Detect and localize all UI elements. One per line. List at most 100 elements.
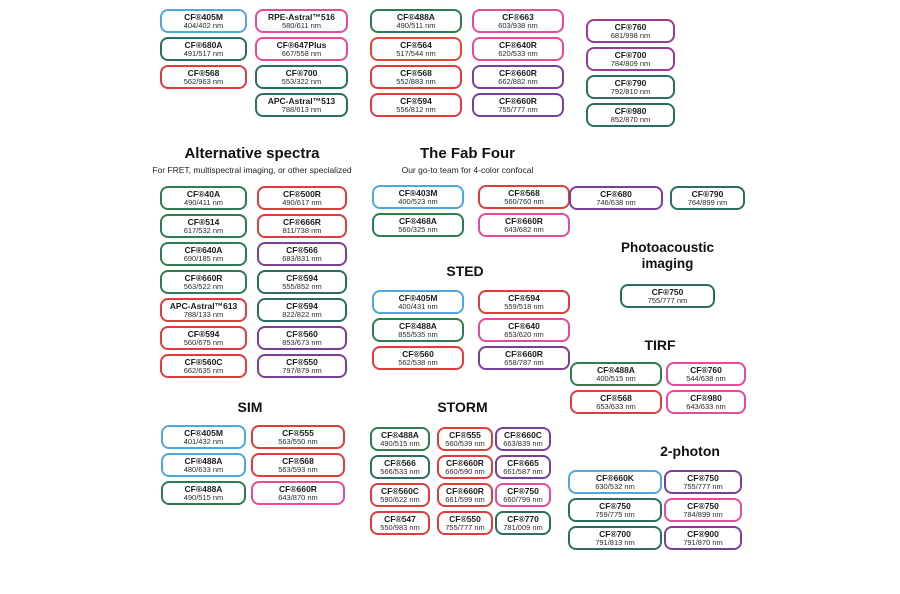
section-title: Photoacoustic imaging xyxy=(620,240,714,272)
dye-excitation-emission: 661/599 nm xyxy=(445,494,485,504)
section-header-sim: SIM xyxy=(180,399,320,415)
section-title: The Fab Four xyxy=(420,145,515,162)
dye-name: CF®405M xyxy=(184,427,223,438)
dye-name: CF®594 xyxy=(286,272,318,283)
dye-name: CF®680 xyxy=(600,188,632,199)
dye-name: CF®663 xyxy=(502,11,534,22)
dye-excitation-emission: 563/593 nm xyxy=(278,464,318,474)
dye-name: CF®750 xyxy=(507,485,539,496)
dye-name: CF®560C xyxy=(184,356,223,367)
dye-name: CF®700 xyxy=(285,67,318,78)
dye-name: CF®665 xyxy=(507,457,539,468)
dye-excitation-emission: 560/675 nm xyxy=(183,337,224,347)
dye-excitation-emission: 811/738 nm xyxy=(282,225,322,235)
dye-name: CF®405M xyxy=(184,11,223,22)
dye-excitation-emission: 681/998 nm xyxy=(610,30,651,40)
dye-name: CF®564 xyxy=(400,39,432,50)
section-subtitle: For FRET, multispectral imaging, or othe… xyxy=(152,164,352,175)
section-title: SIM xyxy=(237,399,263,415)
dye-excitation-emission: 791/870 nm xyxy=(683,537,723,547)
dye-excitation-emission: 791/813 nm xyxy=(595,537,635,547)
dye-name: CF®750 xyxy=(651,286,684,297)
section-header-two-photon: 2-photon xyxy=(625,443,755,459)
dye-name: CF®488A xyxy=(381,429,419,440)
dye-name: CF®660R xyxy=(505,348,543,359)
dye-name: CF®547 xyxy=(384,513,416,524)
dye-name: CF®594 xyxy=(508,292,540,303)
dye-name: CF®488A xyxy=(397,11,435,22)
dye-excitation-emission: 517/544 nm xyxy=(396,48,436,58)
dye-name: CF®560 xyxy=(402,348,434,359)
dye-name: CF®790 xyxy=(614,77,647,88)
dye-excitation-emission: 490/411 nm xyxy=(183,197,224,207)
dye-excitation-emission: 683/831 nm xyxy=(282,253,322,263)
dye-excitation-emission: 480/633 nm xyxy=(183,464,224,474)
dye-excitation-emission: 855/535 nm xyxy=(398,329,438,339)
dye-excitation-emission: 852/870 nm xyxy=(610,114,651,124)
dye-excitation-emission: 662/882 nm xyxy=(498,76,538,86)
dye-name: CF®560 xyxy=(286,328,318,339)
dye-excitation-emission: 660/799 nm xyxy=(503,494,543,504)
dye-excitation-emission: 563/522 nm xyxy=(183,281,224,291)
dye-excitation-emission: 563/550 nm xyxy=(278,436,318,446)
dye-excitation-emission: 663/839 nm xyxy=(503,438,543,448)
dye-excitation-emission: 755/777 nm xyxy=(683,481,723,491)
dye-excitation-emission: 400/431 nm xyxy=(398,301,438,311)
dye-excitation-emission: 784/899 nm xyxy=(683,509,723,519)
dye-name: CF®790 xyxy=(691,188,724,199)
dye-excitation-emission: 562/538 nm xyxy=(398,357,438,367)
dye-name: RPE-Astral™516 xyxy=(267,11,336,22)
dye-name: CF®900 xyxy=(687,528,719,539)
dye-name: APC-Astral™513 xyxy=(267,95,336,106)
dye-name: CF®660R xyxy=(499,95,537,106)
dye-name: CF®666R xyxy=(283,216,321,227)
dye-excitation-emission: 853/673 nm xyxy=(282,337,322,347)
section-title: 2-photon xyxy=(660,443,720,459)
dye-name: CF®760 xyxy=(614,21,647,32)
dye-name: CF®568 xyxy=(600,392,632,403)
dye-excitation-emission: 490/511 nm xyxy=(396,20,436,30)
dye-excitation-emission: 400/515 nm xyxy=(596,373,636,383)
section-header-tirf: TIRF xyxy=(605,337,715,353)
dye-name: CF®566 xyxy=(286,244,318,255)
dye-excitation-emission: 490/515 nm xyxy=(380,438,420,448)
